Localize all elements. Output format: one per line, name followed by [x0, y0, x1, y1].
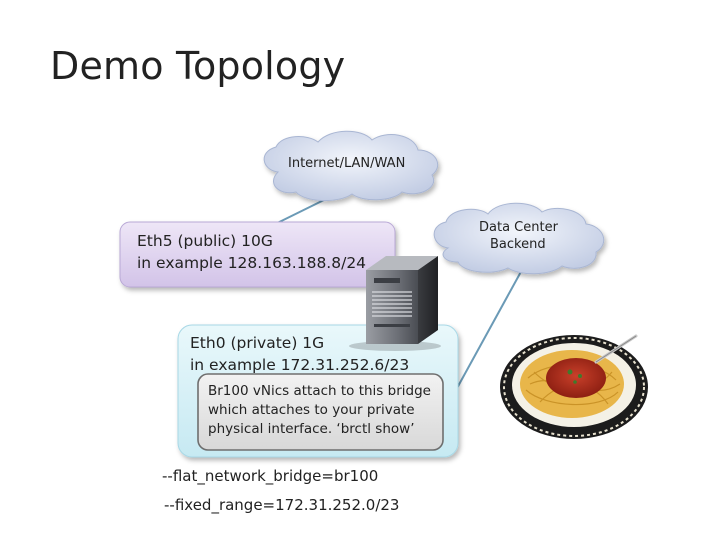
fixed-range-flag: --fixed_range=172.31.252.0/23 [164, 496, 400, 514]
internet-cloud-label: Internet/LAN/WAN [288, 156, 406, 171]
bridge-note-line1: Br100 vNics attach to this bridge [208, 383, 431, 399]
slide-title: Demo Topology [50, 44, 346, 88]
public-interface-address: in example 128.163.188.8/24 [137, 254, 367, 272]
spaghetti-plate-icon [500, 334, 648, 439]
internet-cloud [263, 130, 439, 202]
private-interface-address: in example 172.31.252.6/23 [190, 356, 410, 374]
backend-cloud-label-line1: Data Center [479, 220, 558, 235]
public-interface-name: Eth5 (public) 10G [137, 232, 273, 250]
link-backend-private [455, 267, 524, 391]
flat-network-bridge-flag: --flat_network_bridge=br100 [162, 467, 379, 485]
bridge-note-line2: which attaches to your private [208, 402, 415, 418]
server-icon [349, 256, 441, 351]
bridge-note-line3: physical interface. ‘brctl show’ [208, 421, 415, 437]
public-interface-box [119, 221, 396, 288]
backend-cloud-label-line2: Backend [490, 237, 546, 252]
bridge-note-box [197, 373, 444, 451]
private-interface-name: Eth0 (private) 1G [190, 334, 325, 352]
backend-cloud [433, 202, 605, 275]
